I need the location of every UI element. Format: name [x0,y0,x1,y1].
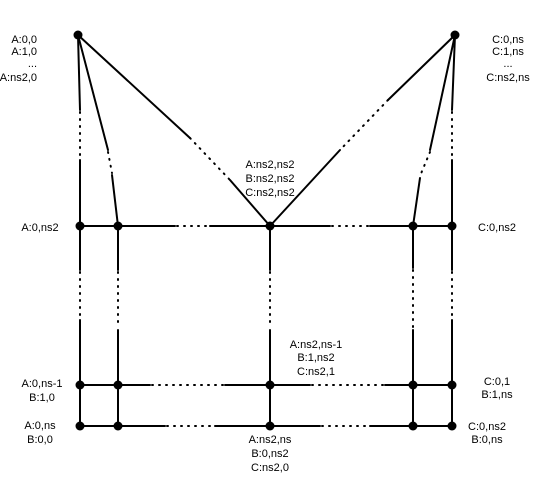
node-r1-c3 [265,221,275,231]
edge-center-apexR-lower [269,149,341,227]
node-r2-c1 [75,380,85,390]
label-top-right-4: C:ns2,ns [486,72,530,84]
node-apex-right [450,30,460,40]
label-top-left-1: A:0,0 [11,34,37,46]
node-r2-c4 [408,380,418,390]
label-top-right-1: C:0,ns [492,34,524,46]
node-r1-c1 [75,221,85,231]
label-bottom-center-2: B:0,ns2 [251,448,288,460]
label-top-right-2: C:1,ns [492,46,524,58]
label-low-right-2: B:1,ns [481,389,513,401]
label-low-left-2: B:1,0 [29,392,55,404]
label-mid-right: C:0,ns2 [478,222,516,234]
edge-center-apexL-lower [229,179,271,227]
label-mid-left: A:0,ns2 [21,222,58,234]
label-center-lower-2: B:1,ns2 [297,352,334,364]
label-low-left-1: A:0,ns-1 [22,378,63,390]
node-r3-c2 [113,421,123,431]
label-center-top-2: B:ns2,ns2 [246,173,295,185]
label-bottom-center-1: A:ns2,ns [249,434,292,446]
dots-diag-left [189,137,231,181]
node-r2-c3 [265,380,275,390]
label-center-lower-1: A:ns2,ns-1 [290,339,343,351]
node-apex-left [73,30,83,40]
edges [77,34,456,427]
label-center-top-3: C:ns2,ns2 [245,187,295,199]
edge-apexR-col5 [451,34,456,111]
elided-segments [79,99,453,427]
node-r1-c4 [408,221,418,231]
edge-apexL-col1 [77,34,81,111]
dots-diag-right [339,99,389,151]
label-center-top-1: A:ns2,ns2 [246,159,295,171]
label-top-left-4: A:ns2,0 [0,72,37,84]
node-r3-c3 [265,421,275,431]
node-r3-c1 [75,421,85,431]
node-r3-c4 [408,421,418,431]
label-bottom-left-2: B:0,0 [27,434,53,446]
node-r1-c2 [113,221,123,231]
node-labels: A:0,0 A:1,0 ... A:ns2,0 C:0,ns C:1,ns ..… [0,34,530,474]
node-r3-c5 [447,421,457,431]
label-bottom-right-2: B:0,ns [471,434,503,446]
dots-col4-top [419,151,431,177]
label-top-right-3: ... [503,58,512,70]
node-r2-c5 [447,380,457,390]
nodes [73,30,460,431]
edge-apexR-center [387,34,456,101]
node-r2-c2 [113,380,123,390]
edge-col4-a [412,177,421,227]
edge-apexR-col4 [429,34,456,151]
label-bottom-right-1: C:0,ns2 [468,421,506,433]
edge-apexL-col2 [77,34,109,151]
label-low-right-1: C:0,1 [484,376,510,388]
label-center-lower-3: C:ns2,1 [297,366,335,378]
label-bottom-left-1: A:0,ns [24,420,56,432]
label-bottom-center-3: C:ns2,0 [251,462,289,474]
dots-col2-top [107,151,113,174]
node-r1-c5 [447,221,457,231]
edge-col2-a [111,174,119,227]
label-top-left-3: ... [28,58,37,70]
label-top-left-2: A:1,0 [11,46,37,58]
edge-apexL-center [77,34,191,139]
